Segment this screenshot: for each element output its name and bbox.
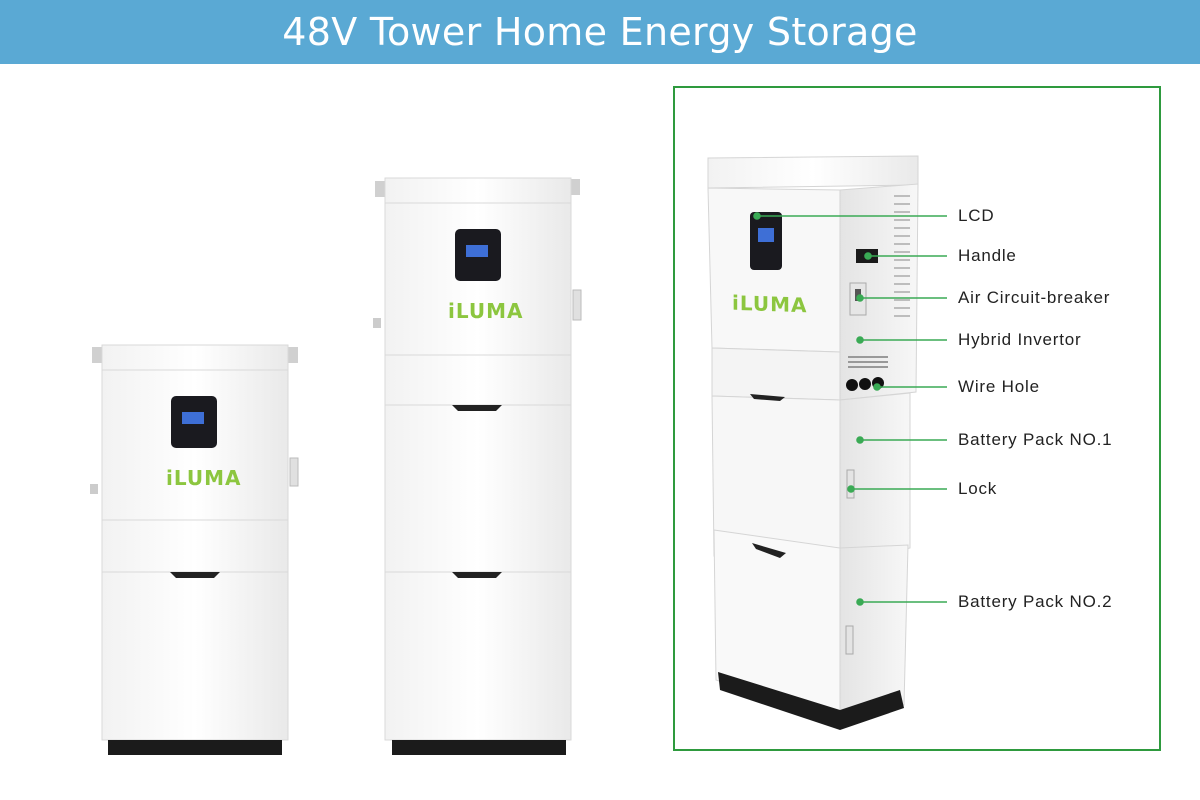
brand-logo: iLUMA <box>166 466 242 490</box>
title-banner: 48V Tower Home Energy Storage <box>0 0 1200 64</box>
featured-unit-frame <box>673 86 1161 751</box>
tower-unit-detailed <box>707 155 919 730</box>
callout-battery-2: Battery Pack NO.2 <box>958 592 1113 611</box>
callout-wire-hole: Wire Hole <box>958 377 1040 396</box>
brand-logo: iLUMA <box>448 299 524 323</box>
callout-battery-1: Battery Pack NO.1 <box>958 430 1113 449</box>
page-title: 48V Tower Home Energy Storage <box>282 10 918 54</box>
callout-lcd: LCD <box>958 206 995 225</box>
callout-inverter: Hybrid Invertor <box>958 330 1082 349</box>
tower-unit-small <box>90 344 299 755</box>
tower-unit-medium <box>373 177 582 755</box>
callout-lines <box>753 212 947 606</box>
callout-lock: Lock <box>958 479 998 498</box>
callout-breaker: Air Circuit-breaker <box>958 288 1111 307</box>
callout-handle: Handle <box>958 246 1017 265</box>
